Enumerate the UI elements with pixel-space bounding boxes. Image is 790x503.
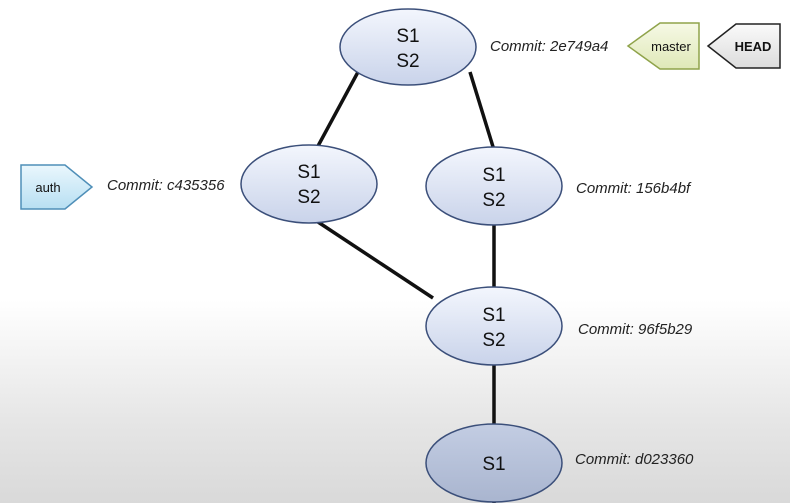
edge-2e749a4-c435356 [316,71,360,147]
commit-line-s2: S2 [482,190,505,211]
commit-label-c435356: Commit: c435356 [107,177,225,194]
ref-auth[interactable]: auth [20,164,94,210]
commit-node-2e749a4[interactable]: S1 S2 [339,8,477,86]
commit-line-s1: S1 [482,454,505,475]
ref-head-arrow [706,23,781,69]
commit-label-d023360: Commit: d023360 [575,451,694,468]
ref-auth-arrow [20,164,94,210]
commit-label-156b4bf: Commit: 156b4bf [576,180,692,197]
ref-auth-label: auth [35,180,60,195]
commit-label-2e749a4: Commit: 2e749a4 [490,38,608,55]
commit-ellipse [425,146,563,226]
commit-line-s1: S1 [482,305,505,326]
commit-ellipse [339,8,477,86]
edge-2e749a4-156b4bf [468,71,496,151]
ref-master-arrow [626,22,700,70]
commit-ellipse [425,423,563,503]
commit-ellipse [240,144,378,224]
commit-label-96f5b29: Commit: 96f5b29 [578,321,693,338]
ref-head[interactable]: HEAD [706,23,781,69]
commit-ellipse [425,286,563,366]
commit-node-d023360[interactable]: S1 [425,423,563,503]
commit-node-96f5b29[interactable]: S1 S2 [425,286,563,366]
edge-c435356-96f5b29 [317,220,434,300]
commit-line-s2: S2 [396,51,419,72]
ref-master[interactable]: master [626,22,700,70]
ref-head-label: HEAD [735,39,772,54]
commit-line-s1: S1 [297,162,320,183]
commit-node-c435356[interactable]: S1 S2 [240,144,378,224]
commit-line-s1: S1 [482,165,505,186]
commit-line-s2: S2 [297,187,320,208]
commit-line-s2: S2 [482,330,505,351]
ref-master-label: master [651,39,691,54]
commit-line-s1: S1 [396,26,419,47]
commit-node-156b4bf[interactable]: S1 S2 [425,146,563,226]
